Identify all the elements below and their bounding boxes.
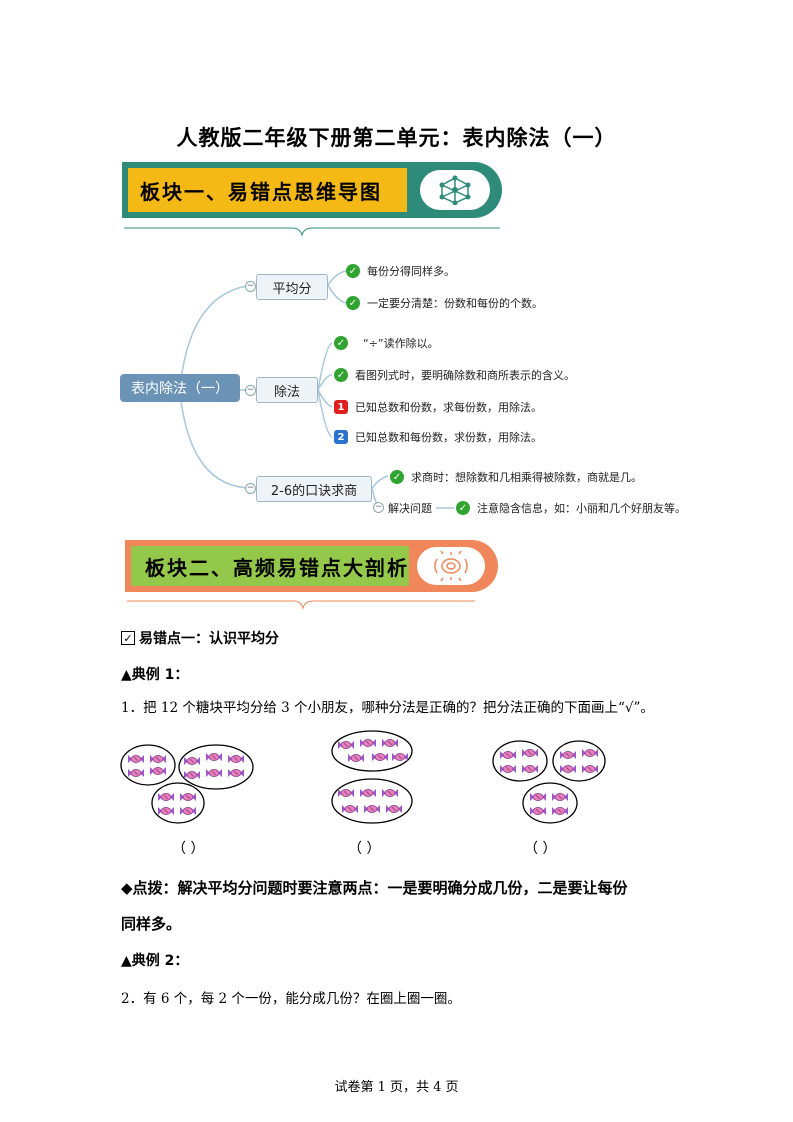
example-1-question: 1．把 12 个糖块平均分给 3 个小朋友，哪种分法是正确的？把分法正确的下面画… <box>121 700 654 716</box>
tip-line-2: 同样多。 <box>121 915 182 933</box>
banner-2-underline <box>127 600 475 610</box>
check-icon: ✓ <box>346 296 360 310</box>
checkbox-icon: ✓ <box>121 631 135 645</box>
priority-1-icon: 1 <box>334 400 348 414</box>
leaf-division-1: ✓“÷”读作除以。 <box>334 335 439 351</box>
collapse-toggle[interactable]: − <box>373 502 384 513</box>
banner-1-underline <box>124 227 500 237</box>
branch-average: 平均分 <box>256 274 328 300</box>
check-icon: ✓ <box>334 336 348 350</box>
answer-blank-3[interactable]: （ ） <box>524 841 557 857</box>
collapse-toggle[interactable]: − <box>245 385 256 396</box>
leaf-average-2: ✓一定要分清楚：份数和每份的个数。 <box>346 295 543 311</box>
mindmap-root: 表内除法（一） <box>120 374 240 402</box>
check-icon: ✓ <box>390 470 404 484</box>
priority-2-icon: 2 <box>334 430 348 444</box>
page-footer: 试卷第 1 页，共 4 页 <box>334 1080 459 1095</box>
leaf-division-2: ✓看图列式时，要明确除数和商所表示的含义。 <box>334 367 575 383</box>
point-1-heading: ✓ 易错点一：认识平均分 <box>121 628 279 648</box>
answer-blank-2[interactable]: （ ） <box>348 841 381 857</box>
banner-1-label: 板块一、易错点思维导图 <box>140 179 382 204</box>
network-icon <box>439 175 471 205</box>
leaf-problem-solving: ✓注意隐含信息，如：小丽和几个好朋友等。 <box>456 500 686 516</box>
example-1-label: ▲典例 1： <box>121 667 189 683</box>
banner-section-2: 板块二、高频易错点大剖析 <box>125 540 500 596</box>
answer-blank-1[interactable]: （ ） <box>172 841 205 857</box>
collapse-toggle[interactable]: − <box>245 281 256 292</box>
mindmap-connectors <box>179 270 454 509</box>
tip-line-1: ◆点拨：解决平均分问题时要注意两点：一是要明确分成几份，二是要让每份 <box>121 879 628 897</box>
leaf-average-1: ✓每份分得同样多。 <box>346 263 455 279</box>
banner-section-1: 板块一、易错点思维导图 <box>122 162 502 222</box>
gear-icon <box>434 551 468 581</box>
collapse-toggle[interactable]: − <box>245 483 256 494</box>
check-icon: ✓ <box>334 368 348 382</box>
banner-2-inner: 板块二、高频易错点大剖析 <box>131 546 409 586</box>
banner-1-inner: 板块一、易错点思维导图 <box>128 168 407 212</box>
banner-2-label: 板块二、高频易错点大剖析 <box>145 555 409 580</box>
check-icon: ✓ <box>456 501 470 515</box>
branch-multiplication-table: 2-6的口诀求商 <box>256 476 372 502</box>
example-2-label: ▲典例 2： <box>121 953 189 969</box>
sub-branch-problem-solving: 解决问题 <box>388 502 432 515</box>
branch-division: 除法 <box>256 377 318 403</box>
example-2-question: 2．有 6 个，每 2 个一份，能分成几份？在圈上圈一圈。 <box>121 991 461 1007</box>
page-title: 人教版二年级下册第二单元：表内除法（一） <box>176 126 617 150</box>
check-icon: ✓ <box>346 264 360 278</box>
leaf-table-1: ✓求商时：想除数和几相乘得被除数，商就是几。 <box>390 469 642 485</box>
candy-groups-illustration <box>120 730 606 824</box>
